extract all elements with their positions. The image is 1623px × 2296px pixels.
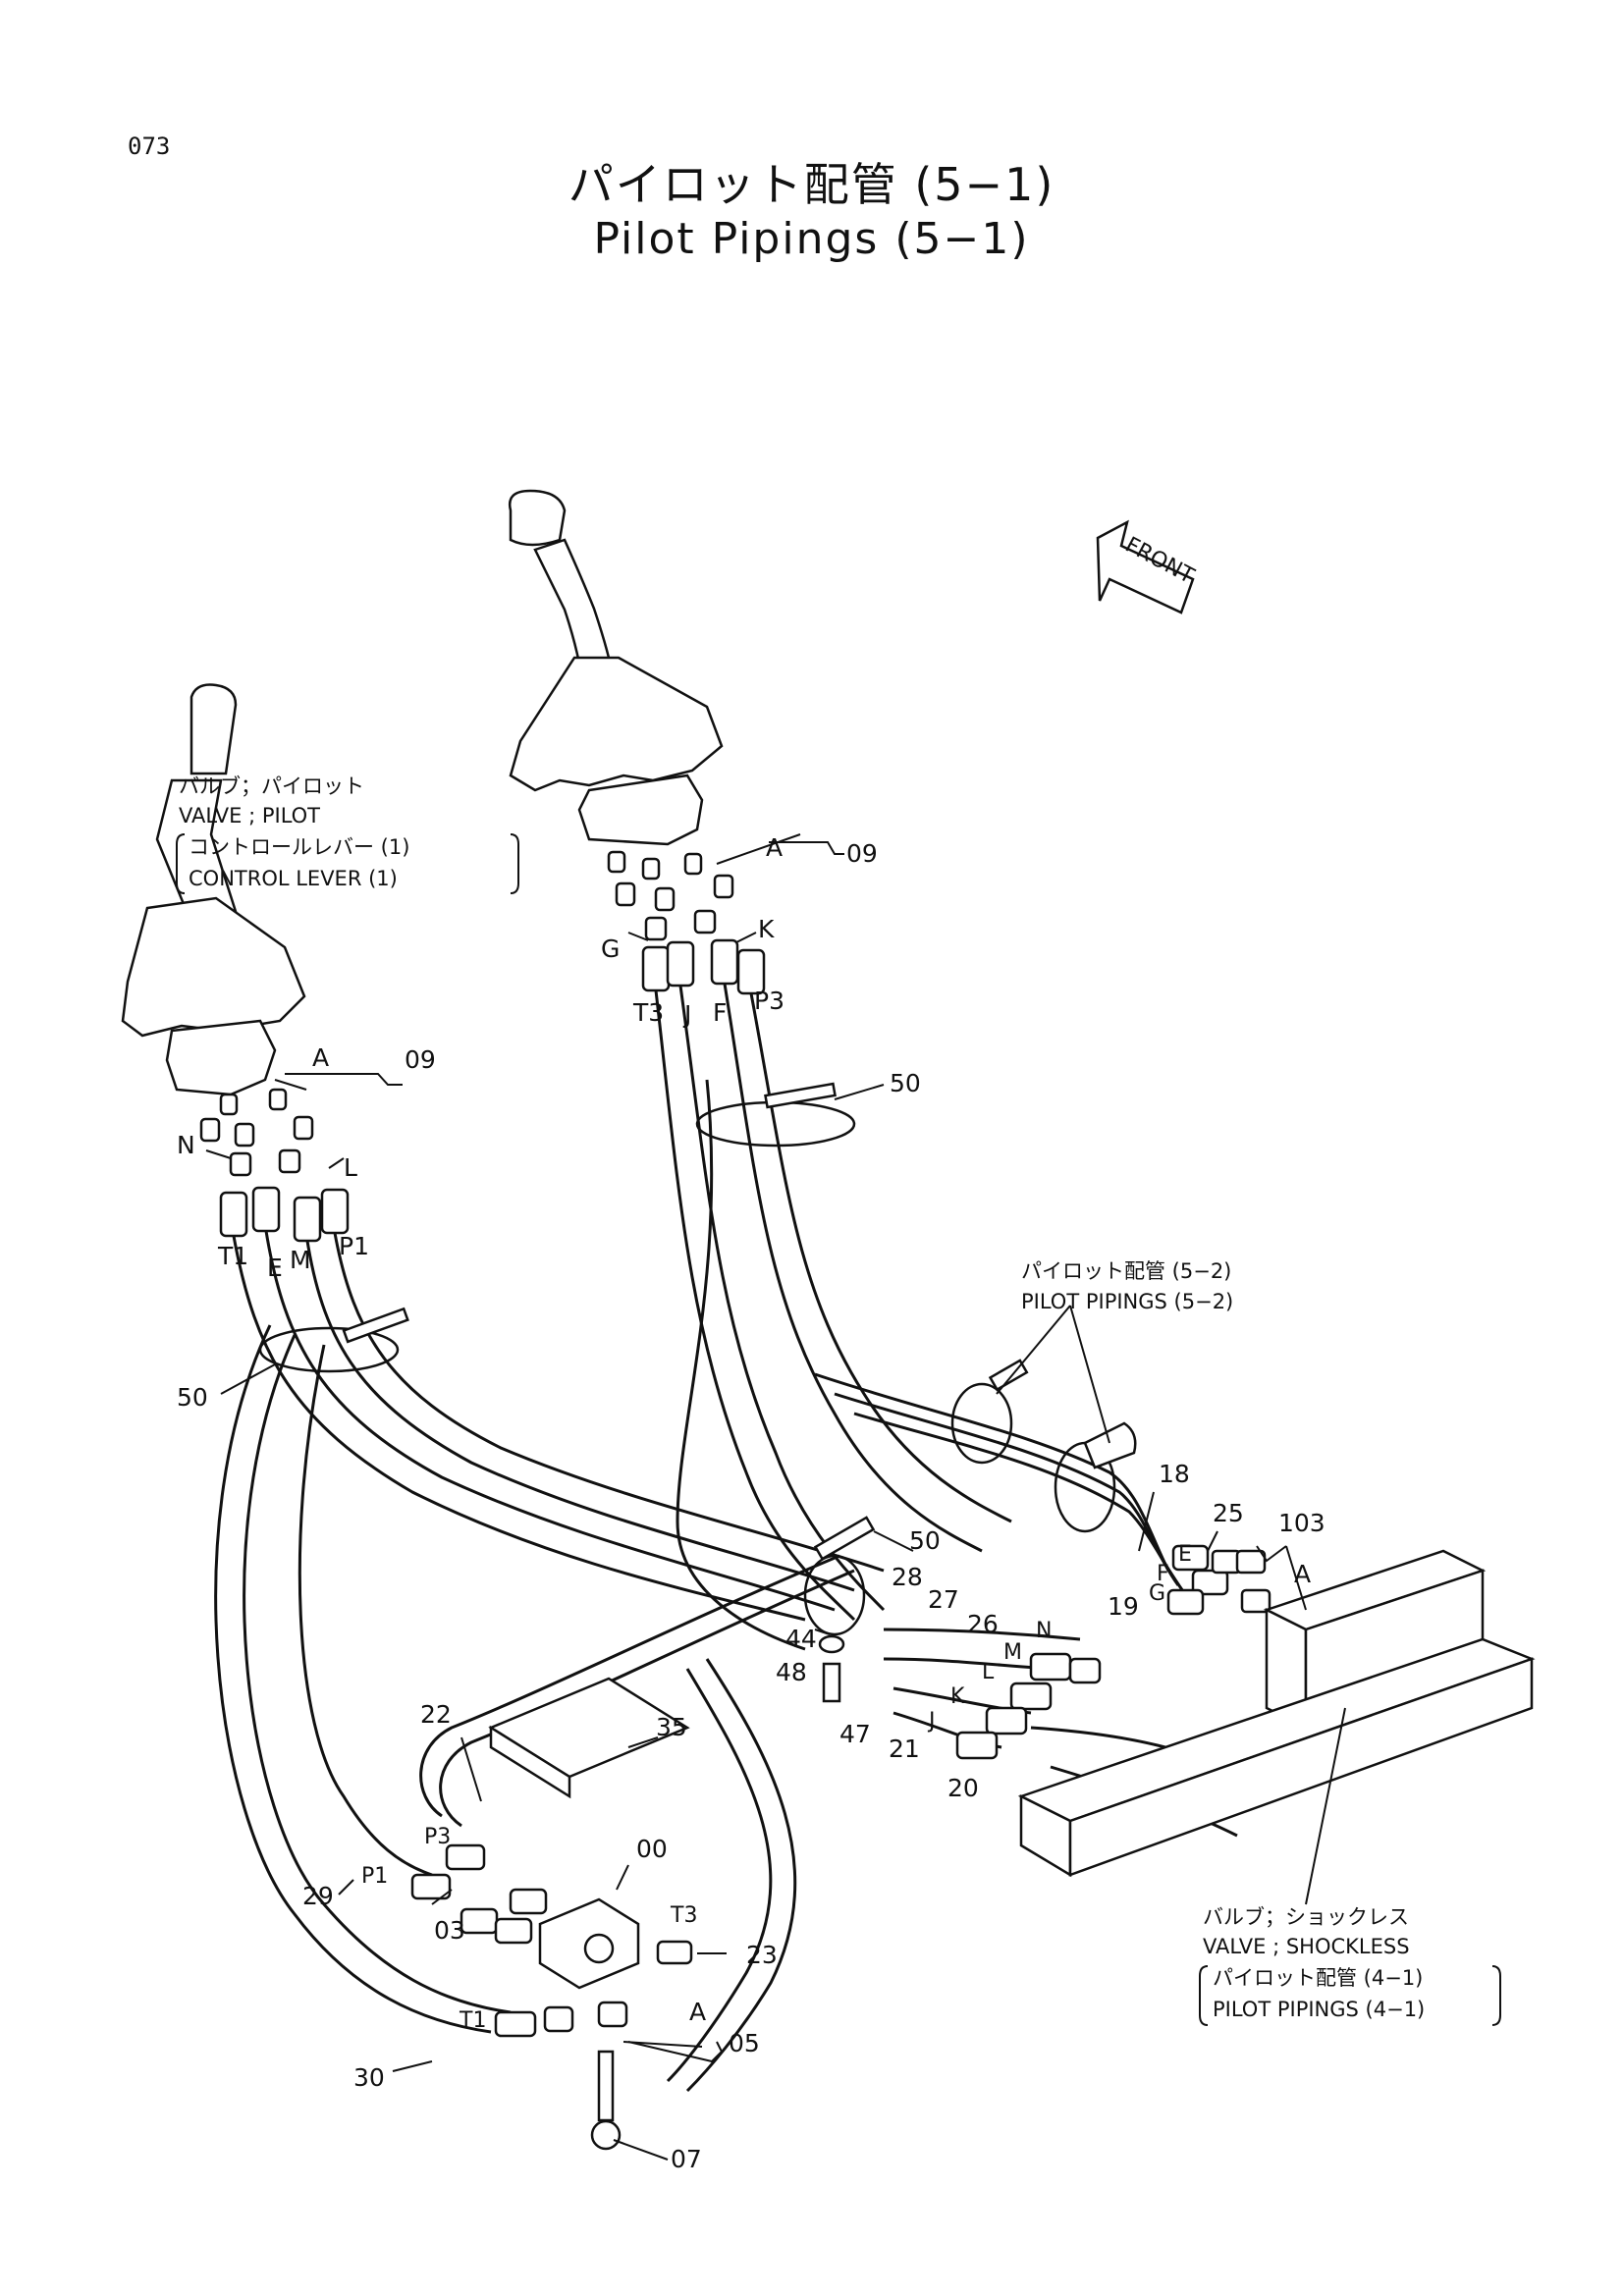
label-j-right: J (682, 1000, 691, 1029)
label-a-right: A (766, 833, 783, 862)
valve-00 (410, 1843, 693, 2151)
plate-35 (488, 1677, 690, 1799)
label-l-mid: L (982, 1660, 995, 1684)
label-p1-bottom: P1 (361, 1864, 388, 1889)
title-japanese: パイロット配管 (5−1) (568, 158, 1055, 211)
label-30: 30 (353, 2063, 385, 2092)
label-p3-right: P3 (754, 987, 784, 1015)
side-fittings (1166, 1544, 1271, 1616)
label-e-side: E (1178, 1542, 1192, 1567)
label-t1-left: T1 (217, 1242, 248, 1270)
label-44: 44 (785, 1625, 817, 1653)
label-20: 20 (947, 1774, 979, 1802)
label-28: 28 (892, 1563, 923, 1591)
left-control-lever (121, 683, 350, 1243)
note-left-valve-line4: CONTROL LEVER (1) (189, 867, 398, 890)
note-shockless-valve: バルブ；ショックレス VALVE ; SHOCKLESS パイロット配管 (4−… (1199, 1905, 1501, 2026)
note-left-valve-line1: バルブ；パイロット (179, 774, 364, 798)
label-50-right: 50 (890, 1069, 921, 1097)
note-left-valve-line3: コントロールレバー (1) (189, 835, 409, 859)
label-23: 23 (746, 1941, 778, 1969)
label-g-right: G (601, 934, 620, 963)
label-m-left: M (290, 1246, 311, 1274)
label-47: 47 (839, 1720, 871, 1748)
label-a-left: A (312, 1043, 329, 1072)
label-21: 21 (889, 1735, 920, 1763)
label-09-right: 09 (846, 839, 878, 868)
bolt-47 (818, 1634, 845, 1703)
label-25: 25 (1213, 1499, 1244, 1527)
label-f-right: F (713, 998, 727, 1027)
label-29: 29 (302, 1882, 334, 1910)
part-labels: A 09 N L T1 E M P1 50 A 09 G K T3 J F P3… (177, 833, 1325, 2173)
label-t3-bottom: T3 (670, 1903, 697, 1928)
label-m-mid: M (1003, 1640, 1022, 1665)
label-50-mid: 50 (909, 1526, 941, 1555)
label-t1-bottom: T1 (459, 2008, 486, 2033)
label-p3-bottom: P3 (424, 1825, 451, 1849)
label-k-right: K (758, 915, 775, 943)
label-09-left: 09 (405, 1045, 436, 1074)
label-103: 103 (1278, 1509, 1325, 1537)
label-n-mid: N (1036, 1619, 1052, 1643)
label-27: 27 (928, 1585, 959, 1614)
label-j-mid: J (927, 1709, 936, 1734)
label-k-mid: K (950, 1684, 965, 1709)
label-35: 35 (656, 1713, 687, 1741)
hose-bundle-right (654, 983, 1012, 1651)
label-22: 22 (420, 1700, 452, 1729)
right-control-lever (508, 489, 766, 995)
note-left-valve-line2: VALVE ; PILOT (179, 804, 320, 828)
mid-fittings (955, 1652, 1102, 1760)
hose-bundle-left (232, 1230, 885, 1622)
label-f-side: F (1157, 1562, 1169, 1586)
note-shockless-line1: バルブ；ショックレス (1203, 1905, 1409, 1929)
label-e-left: E (267, 1254, 283, 1282)
note-pilot-5-2: パイロット配管 (5−2) PILOT PIPINGS (5−2) (1021, 1259, 1233, 1313)
note-pilot-5-2-line2: PILOT PIPINGS (5−2) (1021, 1290, 1233, 1313)
hose-bundle-to-5-2 (814, 1372, 1190, 1599)
label-t3-right: T3 (632, 998, 664, 1027)
note-shockless-line3: パイロット配管 (4−1) (1213, 1966, 1423, 1990)
label-18: 18 (1159, 1460, 1190, 1488)
label-05: 05 (729, 2029, 760, 2057)
note-left-valve: バルブ；パイロット VALVE ; PILOT コントロールレバー (1) CO… (176, 774, 519, 894)
long-hoses-29-30 (214, 1324, 797, 2093)
label-p1-left: P1 (339, 1232, 369, 1260)
label-00: 00 (636, 1835, 668, 1863)
note-shockless-line2: VALVE ; SHOCKLESS (1203, 1935, 1410, 1958)
note-shockless-line4: PILOT PIPINGS (4−1) (1213, 1998, 1425, 2021)
front-arrow-icon: FRONT (1096, 519, 1198, 614)
label-l-left: L (344, 1153, 357, 1182)
title-english: Pilot Pipings (5−1) (593, 214, 1030, 264)
note-pilot-5-2-line1: パイロット配管 (5−2) (1021, 1259, 1231, 1283)
page-number: 073 (128, 133, 171, 160)
label-50-left: 50 (177, 1383, 208, 1412)
label-48: 48 (776, 1658, 807, 1686)
label-19: 19 (1108, 1592, 1139, 1621)
clamp-50-mid (803, 1516, 876, 1636)
clamp-50-right (695, 1082, 856, 1148)
label-07: 07 (671, 2145, 702, 2173)
label-26: 26 (967, 1610, 999, 1638)
leader-lines (205, 833, 1346, 2161)
label-a-bottom: A (689, 1998, 706, 2026)
label-n-left: N (177, 1131, 195, 1159)
label-a-side: A (1294, 1560, 1311, 1588)
clamp-50-left (258, 1307, 409, 1373)
label-g-side: G (1149, 1581, 1165, 1606)
bracket (1017, 1637, 1536, 1878)
label-03: 03 (434, 1916, 465, 1945)
